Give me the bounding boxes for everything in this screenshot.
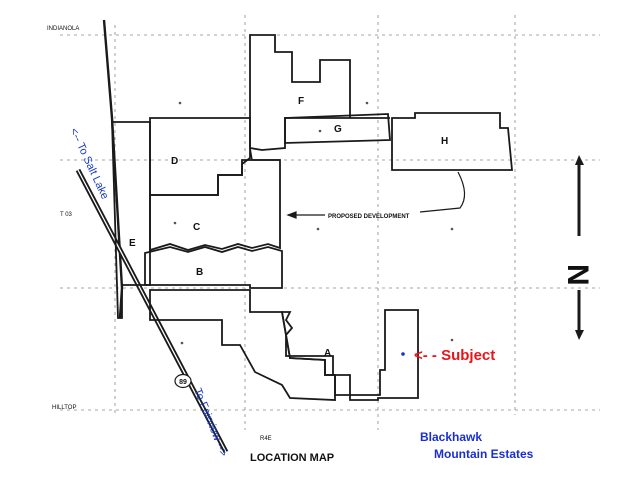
parcel-label-c: C [193,222,200,233]
location-map-title: LOCATION MAP [250,452,334,464]
proposed-development-label: PROPOSED DEVELOPMENT [328,214,410,220]
parcel-h-boundary [391,112,513,171]
parcel-f-boundary [249,34,390,151]
proposed-development-callout [286,171,466,219]
subject-point [401,352,405,356]
section-dots [173,101,454,345]
parcel-label-h: H [441,136,448,147]
place-label-township: T 03 [60,212,73,218]
parcel-d-boundary [149,117,251,196]
route-89-number: 89 [179,379,187,386]
north-arrow: N [561,155,594,340]
parcel-label-g: G [334,124,342,135]
subject-label: <- - Subject [414,347,495,364]
estate-name-line-2: Mountain Estates [434,447,534,461]
parcel-g-boundary [284,113,391,144]
road-label-to-fairview: To Fairview --> [191,387,229,459]
estate-name-line-1: Blackhawk [420,430,482,444]
place-label-range: R4E [260,436,272,442]
county-road [102,19,124,319]
parcel-label-b: B [196,267,203,278]
place-label-indianola: INDIANOLA [47,26,79,32]
parcel-divider [249,147,280,161]
parcel-b-boundary [144,246,283,289]
parcel-a-boundary [280,309,419,401]
route-89-shield: 89 [174,373,192,389]
place-label-hilltop: HILLTOP [52,405,76,411]
parcel-southwest-boundary [149,289,336,401]
parcel-label-f: F [298,96,304,107]
section-grid [60,15,600,430]
north-arrow-letter: N [561,264,594,286]
parcel-label-d: D [171,156,178,167]
highway-89 [75,168,229,454]
parcel-label-e: E [129,238,136,249]
parcel-c-boundary [149,159,281,252]
parcel-label-a: A [324,348,331,359]
